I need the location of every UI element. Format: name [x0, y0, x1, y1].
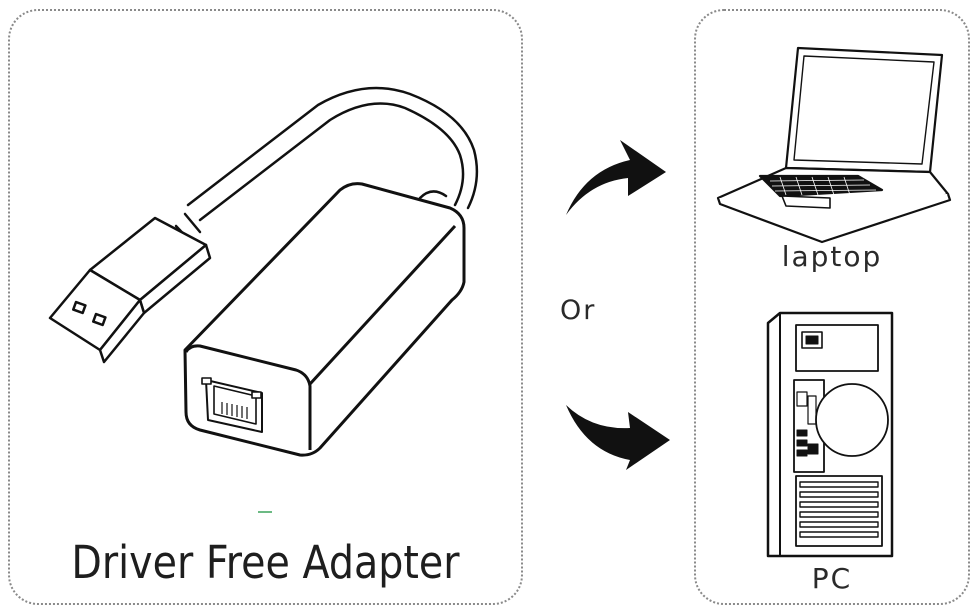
arrow-up-icon	[566, 140, 666, 215]
or-label: Or	[560, 295, 597, 326]
adapter-caption: Driver Free Adapter	[71, 536, 460, 589]
laptop-label: laptop	[781, 240, 883, 273]
usb-plug-icon	[48, 216, 212, 364]
pc-label: PC	[811, 562, 853, 595]
ethernet-adapter-icon	[183, 182, 466, 457]
pc-tower-icon	[766, 311, 894, 558]
devices-panel	[694, 9, 970, 605]
laptop-icon	[716, 46, 952, 244]
arrow-down-icon	[566, 405, 670, 470]
adapter-panel	[8, 9, 523, 605]
